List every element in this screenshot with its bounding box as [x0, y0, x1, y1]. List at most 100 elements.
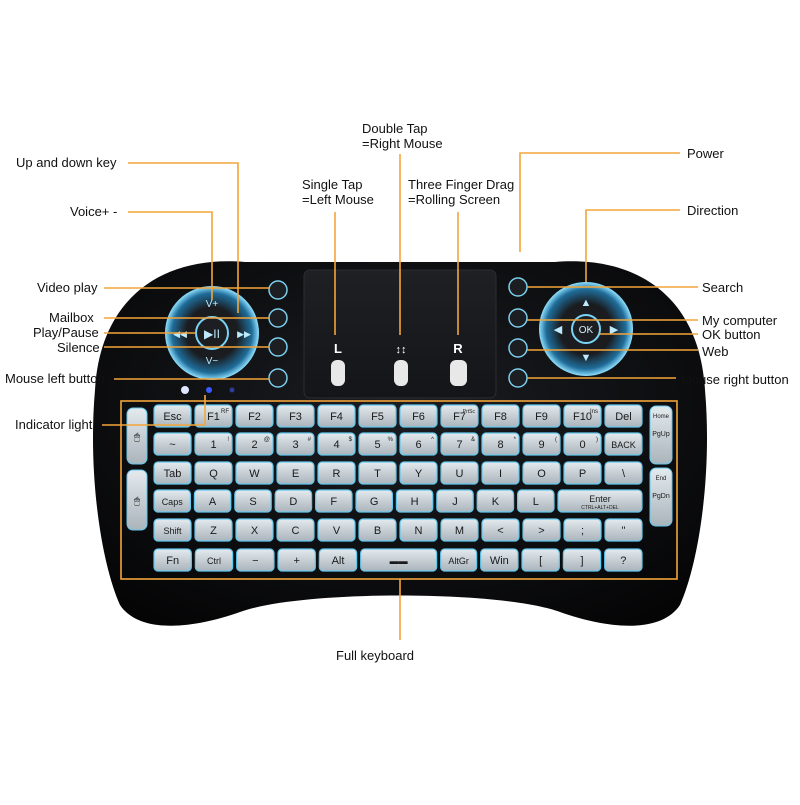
key-cap[interactable]	[358, 404, 397, 428]
side-mouse-key-2[interactable]	[126, 469, 148, 531]
key-i[interactable]: I	[481, 461, 520, 485]
key-win[interactable]: Win	[480, 548, 519, 572]
key-cap[interactable]	[476, 489, 515, 513]
key-b[interactable]: B	[358, 518, 397, 542]
key-cap[interactable]	[153, 404, 192, 428]
key-f4[interactable]: F4	[317, 404, 356, 428]
key-tab[interactable]: Tab	[153, 461, 192, 485]
key-cap[interactable]	[194, 518, 233, 542]
key-cap[interactable]	[436, 489, 474, 513]
key-cap[interactable]	[399, 518, 438, 542]
key-cap[interactable]	[604, 518, 643, 542]
key-cap[interactable]	[516, 489, 555, 513]
key-9[interactable]: 9(	[522, 432, 561, 456]
key-cap[interactable]	[317, 432, 356, 456]
key-v[interactable]: V	[317, 518, 356, 542]
key-cap[interactable]	[276, 432, 315, 456]
key-cap[interactable]	[563, 404, 602, 428]
key-u[interactable]: U	[440, 461, 479, 485]
key-e[interactable]: E	[276, 461, 315, 485]
key-shift[interactable]: Shift	[153, 518, 192, 542]
key-sym[interactable]: −	[236, 548, 275, 572]
side-key-pgdn[interactable]	[649, 467, 673, 527]
key-h[interactable]: H	[395, 489, 434, 513]
key-cap[interactable]	[194, 548, 234, 572]
key-cap[interactable]	[355, 489, 394, 513]
video-play-button[interactable]	[268, 280, 288, 300]
web-button[interactable]	[508, 338, 528, 358]
key-cap[interactable]	[480, 548, 519, 572]
key-k[interactable]: K	[476, 489, 515, 513]
key-sym[interactable]: >	[522, 518, 561, 542]
key-cap[interactable]	[276, 404, 315, 428]
key-cap[interactable]	[399, 461, 438, 485]
key-q[interactable]: Q	[194, 461, 233, 485]
key-cap[interactable]	[481, 404, 520, 428]
key-cap[interactable]	[481, 518, 520, 542]
key-cap[interactable]	[318, 548, 358, 572]
key-f2[interactable]: F2	[235, 404, 274, 428]
key-d[interactable]: D	[274, 489, 313, 513]
key-cap[interactable]	[440, 518, 479, 542]
key-cap[interactable]	[277, 548, 316, 572]
key-cap[interactable]	[604, 432, 643, 456]
key-cap[interactable]	[234, 489, 272, 513]
key-m[interactable]: M	[440, 518, 479, 542]
key-8[interactable]: 8*	[481, 432, 520, 456]
key-sym[interactable]: ]	[562, 548, 602, 572]
key-f[interactable]: F	[315, 489, 353, 513]
key-cap[interactable]	[153, 461, 192, 485]
key-5[interactable]: 5%	[358, 432, 397, 456]
key-z[interactable]: Z	[194, 518, 233, 542]
key-cap[interactable]	[563, 518, 602, 542]
key-cap[interactable]	[194, 461, 233, 485]
key-o[interactable]: O	[522, 461, 561, 485]
key-f3[interactable]: F3	[276, 404, 315, 428]
mouse-right-button[interactable]	[508, 368, 528, 388]
arrow-down-icon[interactable]: ▼	[581, 352, 592, 364]
key-n[interactable]: N	[399, 518, 438, 542]
key-cap[interactable]	[481, 432, 520, 456]
key-cap[interactable]	[360, 548, 438, 572]
key-cap[interactable]	[481, 461, 520, 485]
key-sym[interactable]: ;	[563, 518, 602, 542]
key-cap[interactable]	[235, 432, 274, 456]
key-cap[interactable]	[604, 461, 643, 485]
key-sym[interactable]: +	[277, 548, 316, 572]
key-cap[interactable]	[274, 489, 313, 513]
key-cap[interactable]	[521, 548, 560, 572]
key-cap[interactable]	[440, 461, 479, 485]
key-del[interactable]: Del	[604, 404, 643, 428]
key-x[interactable]: X	[235, 518, 274, 542]
key-f8[interactable]: F8	[481, 404, 520, 428]
search-button[interactable]	[508, 277, 528, 297]
key-ctrl[interactable]: Ctrl	[194, 548, 234, 572]
key-cap[interactable]	[557, 489, 643, 513]
key-alt[interactable]: Alt	[318, 548, 358, 572]
key-l[interactable]: L	[516, 489, 555, 513]
key-cap[interactable]	[153, 489, 192, 513]
key-cap[interactable]	[522, 518, 561, 542]
key-space[interactable]: ▬▬	[360, 548, 438, 572]
key-cap[interactable]	[358, 432, 397, 456]
key-cap[interactable]	[235, 518, 274, 542]
arrow-right-icon[interactable]: ▶	[610, 324, 619, 336]
key-cap[interactable]	[358, 461, 397, 485]
key-cap[interactable]	[317, 518, 356, 542]
key-cap[interactable]	[522, 432, 561, 456]
key-cap[interactable]	[399, 404, 438, 428]
key-cap[interactable]	[399, 432, 438, 456]
side-mouse-key-1[interactable]	[126, 407, 148, 465]
key-cap[interactable]	[194, 432, 233, 456]
key-cap[interactable]	[317, 461, 356, 485]
key-fn[interactable]: Fn	[153, 548, 192, 572]
key-cap[interactable]	[440, 548, 478, 572]
key-cap[interactable]	[236, 548, 275, 572]
key-f9[interactable]: F9	[522, 404, 561, 428]
arrow-left-icon[interactable]: ◀	[554, 324, 563, 336]
key-cap[interactable]	[276, 518, 315, 542]
key-cap[interactable]	[317, 404, 356, 428]
key-j[interactable]: J	[436, 489, 474, 513]
key-1[interactable]: 1!	[194, 432, 233, 456]
